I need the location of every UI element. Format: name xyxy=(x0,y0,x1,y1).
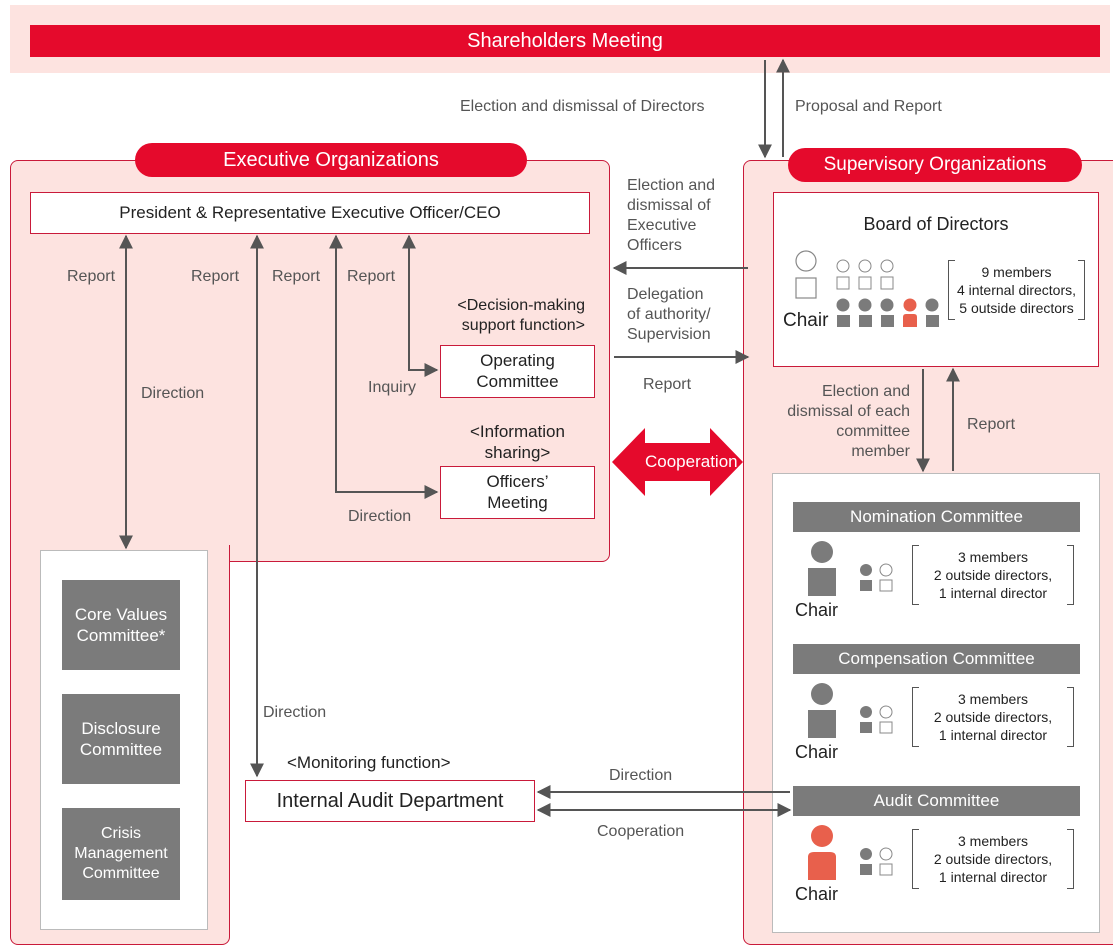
nomination-chair-label: Chair xyxy=(795,600,839,620)
label-monitoring: <Monitoring function> xyxy=(287,753,451,772)
label-info-sharing: <Information sharing> xyxy=(440,421,595,464)
officers-meeting-box: Officers’ Meeting xyxy=(440,466,595,519)
disclosure-line-2: Committee xyxy=(79,740,163,759)
compensation-members-line-3: 1 internal director xyxy=(938,727,1048,743)
disclosure-committee: Disclosure Committee xyxy=(62,694,180,784)
label-proposal-report: Proposal and Report xyxy=(795,98,942,115)
election-officers-line-4: Officers xyxy=(627,237,682,254)
board-members: 9 members 4 internal directors, 5 outsid… xyxy=(948,260,1085,320)
crisis-management-committee: Crisis Management Committee xyxy=(62,808,180,900)
internal-audit-box: Internal Audit Department xyxy=(245,780,535,822)
delegation-line-1: Delegation xyxy=(627,286,704,303)
label-direction-left: Direction xyxy=(141,385,205,402)
nomination-committee-bar: Nomination Committee xyxy=(793,502,1080,532)
internal-audit-label: Internal Audit Department xyxy=(276,789,504,812)
nomination-members-line-1: 3 members xyxy=(957,549,1029,565)
arrow-officers-direction xyxy=(329,234,439,499)
election-officers-line-3: Executive xyxy=(627,217,697,234)
ceo-label: President & Representative Executive Off… xyxy=(119,203,501,222)
delegation-line-3: Supervision xyxy=(627,326,711,343)
label-decision-support: <Decision-making support function> xyxy=(400,296,585,336)
ceo-box: President & Representative Executive Off… xyxy=(30,192,590,234)
label-direction-audit: Direction xyxy=(263,704,327,721)
election-committee-line-4: member xyxy=(851,443,910,460)
compensation-members-line-2: 2 outside directors, xyxy=(933,709,1053,725)
label-report-3: Report xyxy=(272,268,321,285)
label-direction-officers: Direction xyxy=(348,508,412,525)
operating-line-1: Operating xyxy=(480,351,555,371)
shareholders-bar: Shareholders Meeting xyxy=(30,25,1100,57)
supervisory-title-pill: Supervisory Organizations xyxy=(788,148,1082,182)
executive-title-pill: Executive Organizations xyxy=(135,143,527,177)
crisis-line-2: Management xyxy=(74,845,168,862)
cooperation-label: Cooperation xyxy=(645,452,738,471)
election-officers-line-2: dismissal of xyxy=(627,197,711,214)
board-members-line-1: 9 members xyxy=(981,264,1052,280)
election-committee-line-1: Election and xyxy=(821,383,910,400)
nomination-members-line-3: 1 internal director xyxy=(938,585,1048,601)
label-cooperation-bottom: Cooperation xyxy=(597,823,685,840)
board-members-line-2: 4 internal directors, xyxy=(956,282,1077,298)
officers-line-1: Officers’ xyxy=(486,472,549,492)
audit-members-line-1: 3 members xyxy=(957,833,1029,849)
decision-support-line-1: <Decision-making xyxy=(457,297,585,314)
compensation-chair-label: Chair xyxy=(795,742,839,762)
audit-chair-label: Chair xyxy=(795,884,839,904)
label-election-directors: Election and dismissal of Directors xyxy=(460,98,705,115)
election-committee-line-3: committee xyxy=(836,423,910,440)
crisis-line-1: Crisis xyxy=(101,825,141,842)
label-report-supervisory: Report xyxy=(967,416,1016,433)
audit-members-line-3: 1 internal director xyxy=(938,869,1048,885)
decision-support-line-2: support function> xyxy=(461,317,585,334)
board-title: Board of Directors xyxy=(863,214,1009,234)
board-chair-label: Chair xyxy=(783,310,829,331)
nomination-people-icons xyxy=(808,541,893,596)
board-box xyxy=(773,192,1099,367)
label-election-committee: Election and dismissal of each committee… xyxy=(780,382,910,462)
label-delegation: Delegation of authority/ Supervision xyxy=(627,285,711,345)
info-sharing-line-2: sharing> xyxy=(484,443,551,463)
audit-members-line-2: 2 outside directors, xyxy=(933,851,1053,867)
core-values-committee: Core Values Committee* xyxy=(62,580,180,670)
audit-committee-bar: Audit Committee xyxy=(793,786,1080,816)
cooperation-arrow xyxy=(612,428,743,496)
core-values-line-2: Committee* xyxy=(76,626,166,645)
nomination-members-line-2: 2 outside directors, xyxy=(933,567,1053,583)
label-election-officers: Election and dismissal of Executive Offi… xyxy=(627,176,715,256)
crisis-line-3: Committee xyxy=(82,865,160,882)
election-officers-line-1: Election and xyxy=(627,177,716,194)
label-direction-bottom: Direction xyxy=(609,767,673,784)
compensation-members-line-1: 3 members xyxy=(957,691,1029,707)
audit-people-icons xyxy=(808,825,893,880)
board-members-line-3: 5 outside directors xyxy=(959,300,1074,316)
label-report-middle: Report xyxy=(643,376,692,393)
election-committee-line-2: dismissal of each xyxy=(787,403,910,420)
operating-committee-box: Operating Committee xyxy=(440,345,595,398)
officers-line-2: Meeting xyxy=(487,492,548,512)
compensation-members: 3 members 2 outside directors, 1 interna… xyxy=(912,687,1074,747)
compensation-people-icons xyxy=(808,683,893,738)
board-people-icons xyxy=(795,250,939,327)
label-report-2: Report xyxy=(191,268,240,285)
compensation-committee-bar: Compensation Committee xyxy=(793,644,1080,674)
label-report-1: Report xyxy=(67,268,116,285)
info-sharing-line-1: <Information xyxy=(470,422,565,441)
core-values-line-1: Core Values xyxy=(74,604,168,624)
arrow-operating-inquiry xyxy=(402,234,439,377)
audit-members: 3 members 2 outside directors, 1 interna… xyxy=(912,829,1074,889)
disclosure-line-1: Disclosure xyxy=(81,718,161,738)
operating-line-2: Committee xyxy=(476,371,559,391)
delegation-line-2: of authority/ xyxy=(627,306,711,323)
nomination-members: 3 members 2 outside directors, 1 interna… xyxy=(912,545,1074,605)
